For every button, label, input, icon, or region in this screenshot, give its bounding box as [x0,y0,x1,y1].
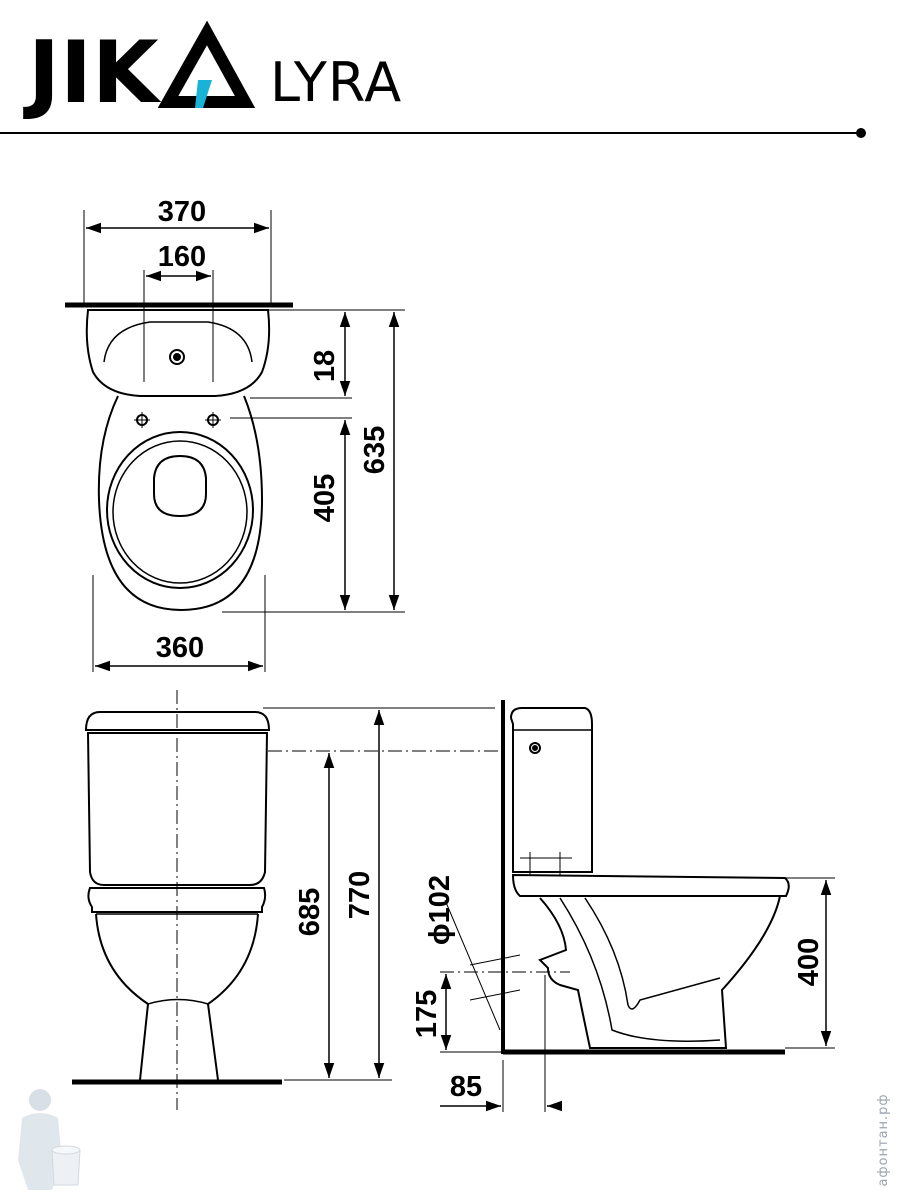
header: JIK LYRA [0,20,866,138]
top-view [65,210,405,672]
plumber-mascot-icon [18,1089,81,1190]
brand-logo-a-mark [157,20,256,108]
dim-outlet-height: 175 [411,990,443,1038]
dim-hole-spacing: 160 [158,241,206,273]
watermark-site: афонтан.рф [876,1093,891,1186]
watermark: афонтан.рф [18,1089,891,1190]
dim-bowl-length: 405 [309,474,341,522]
dim-seat-depth: 18 [309,350,341,382]
dim-seat-height: 400 [793,938,825,986]
dim-tank-center-height: 685 [294,888,326,936]
dimension-labels: 370 160 18 405 635 360 685 770 ϕ102 175 … [156,196,825,1103]
dim-outlet-diameter: ϕ102 [424,875,456,945]
model-name: LYRA [270,51,402,114]
header-rule-dot [856,128,866,138]
brand-logo: JIK [23,23,162,123]
side-view [440,700,835,1112]
dim-top-width: 370 [158,196,206,228]
dim-total-depth: 635 [359,426,391,474]
dim-total-height: 770 [344,871,376,919]
dim-wall-offset: 85 [450,1071,482,1103]
dim-bowl-width: 360 [156,632,204,664]
front-view [72,690,498,1110]
